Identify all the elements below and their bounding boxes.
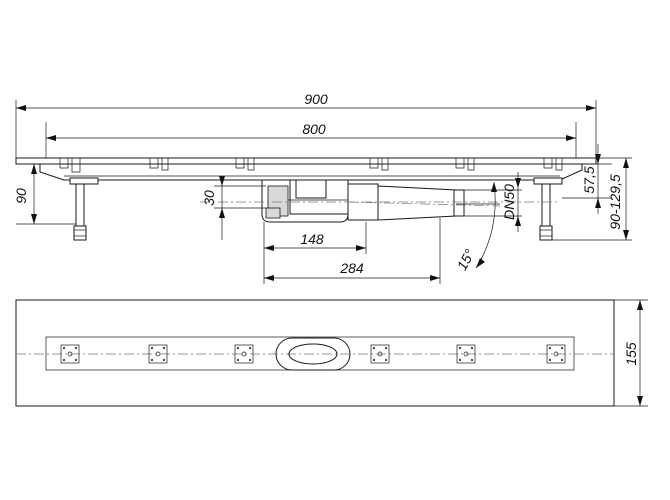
dim-label-90: 90: [13, 188, 29, 204]
dim-label-dn50: DN50: [501, 184, 517, 220]
dimension-30: 30: [201, 176, 266, 240]
dimension-900: 900: [16, 91, 596, 111]
dim-label-90-129-5: 90-129,5: [607, 174, 623, 229]
dimension-90: 90: [13, 163, 76, 225]
dimension-155: 155: [614, 299, 648, 407]
plan-view: 155: [15, 299, 648, 407]
dim-label-900: 900: [304, 91, 328, 107]
plan-mounting-points: [60, 344, 566, 364]
dimension-dn50: DN50: [464, 172, 522, 232]
dimension-800: 800: [46, 121, 576, 141]
side-view: [15, 100, 597, 241]
dim-label-148: 148: [300, 231, 324, 247]
dim-label-57-5: 57,5: [581, 166, 597, 193]
mount-point: [546, 344, 566, 364]
channel-body: [39, 163, 583, 181]
dimension-284: 284: [264, 218, 441, 284]
right-foot: [533, 177, 563, 241]
mount-point: [60, 344, 80, 364]
mount-point: [148, 344, 168, 364]
dim-label-284: 284: [339, 260, 364, 276]
plan-inner-channel: [45, 336, 575, 371]
top-rim: [15, 157, 597, 165]
dimension-57-5: 57,5: [562, 144, 612, 214]
mount-point: [456, 344, 476, 364]
left-foot: [69, 177, 99, 241]
dim-label-155: 155: [623, 342, 639, 366]
plan-outlet: [275, 337, 351, 371]
mount-point: [234, 344, 254, 364]
plan-outer-frame: [15, 299, 615, 407]
dimension-90-129-5: 90-129,5: [552, 157, 632, 241]
dim-label-800: 800: [302, 121, 326, 137]
dimension-148: 148: [263, 222, 367, 284]
dim-label-15deg: 15°: [454, 246, 478, 273]
outlet-sump: [261, 179, 349, 223]
dim-label-30: 30: [201, 190, 217, 206]
grate-clips: [59, 158, 563, 173]
mount-point: [370, 344, 390, 364]
